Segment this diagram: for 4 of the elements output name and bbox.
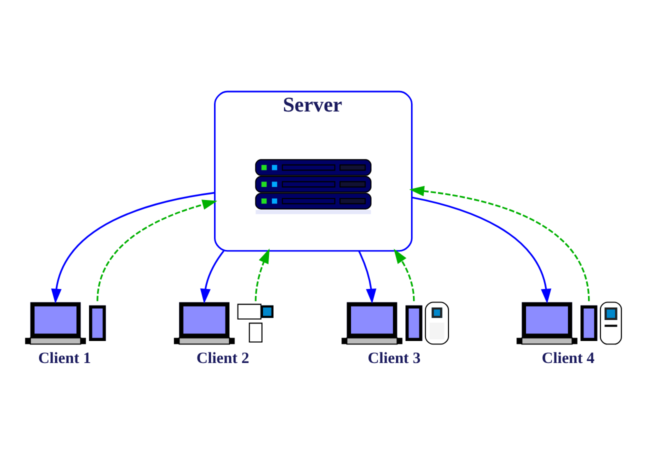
node-label: Client 4	[542, 350, 595, 367]
node-label: Client 1	[38, 350, 91, 367]
node-label: Client 3	[368, 350, 421, 367]
node-label: Client 2	[196, 350, 250, 367]
